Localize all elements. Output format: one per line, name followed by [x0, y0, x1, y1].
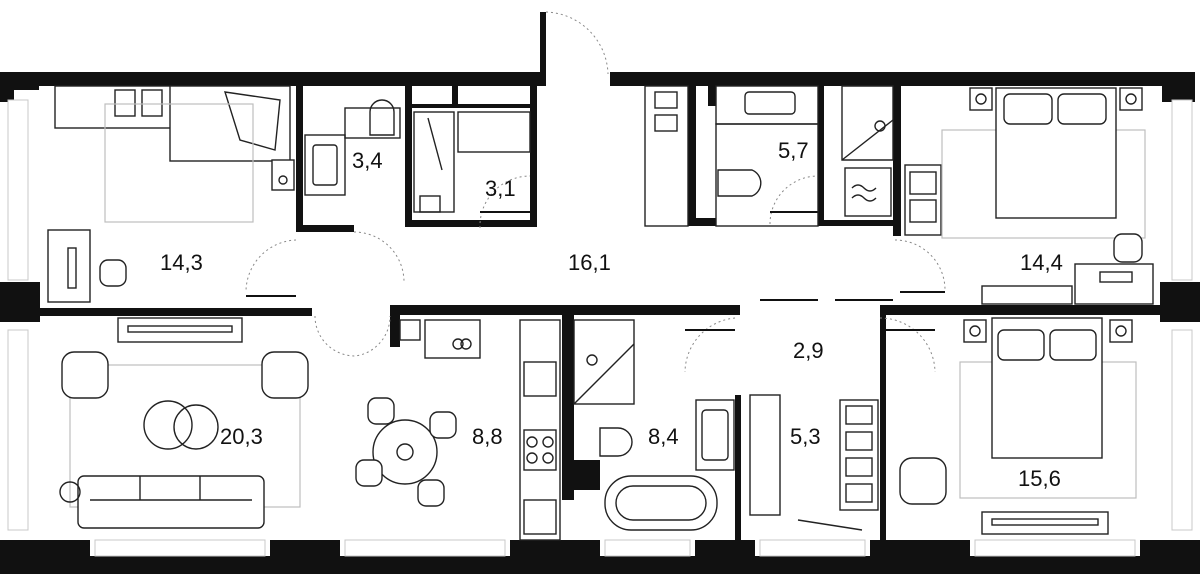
right-top-furniture	[644, 85, 942, 236]
door-swings	[245, 175, 946, 373]
area-label-hall: 16,1	[568, 250, 611, 275]
area-label-living-room: 20,3	[220, 424, 263, 449]
windows	[7, 99, 1193, 557]
area-label-bathroom-master: 5,7	[778, 138, 809, 163]
area-label-bathroom-large: 8,4	[648, 424, 679, 449]
area-label-corridor: 2,9	[793, 338, 824, 363]
bedroom-left-top-furniture	[47, 85, 295, 303]
bathroom-large-furniture	[573, 319, 735, 531]
kitchen-furniture	[355, 319, 561, 541]
bedroom-right-top-furniture	[941, 87, 1154, 305]
area-label-kitchen: 8,8	[472, 424, 503, 449]
area-label-bedroom-right-bottom: 15,6	[1018, 466, 1061, 491]
area-label-bedroom-left-top: 14,3	[160, 250, 203, 275]
room-area-labels: 14,3 3,4 3,1 16,1 5,7 14,4 20,3 8,8 8,4 …	[160, 138, 1063, 491]
storage-furniture	[749, 394, 879, 531]
bedroom-right-bottom-furniture	[899, 317, 1137, 535]
area-label-storage: 5,3	[790, 424, 821, 449]
area-label-bathroom-small: 3,4	[352, 148, 383, 173]
area-label-wardrobe: 3,1	[485, 176, 516, 201]
living-room-furniture	[59, 317, 309, 529]
bathroom-small-furniture	[304, 99, 531, 213]
area-label-bedroom-right-top: 14,4	[1020, 250, 1063, 275]
interior-walls	[30, 86, 1160, 540]
